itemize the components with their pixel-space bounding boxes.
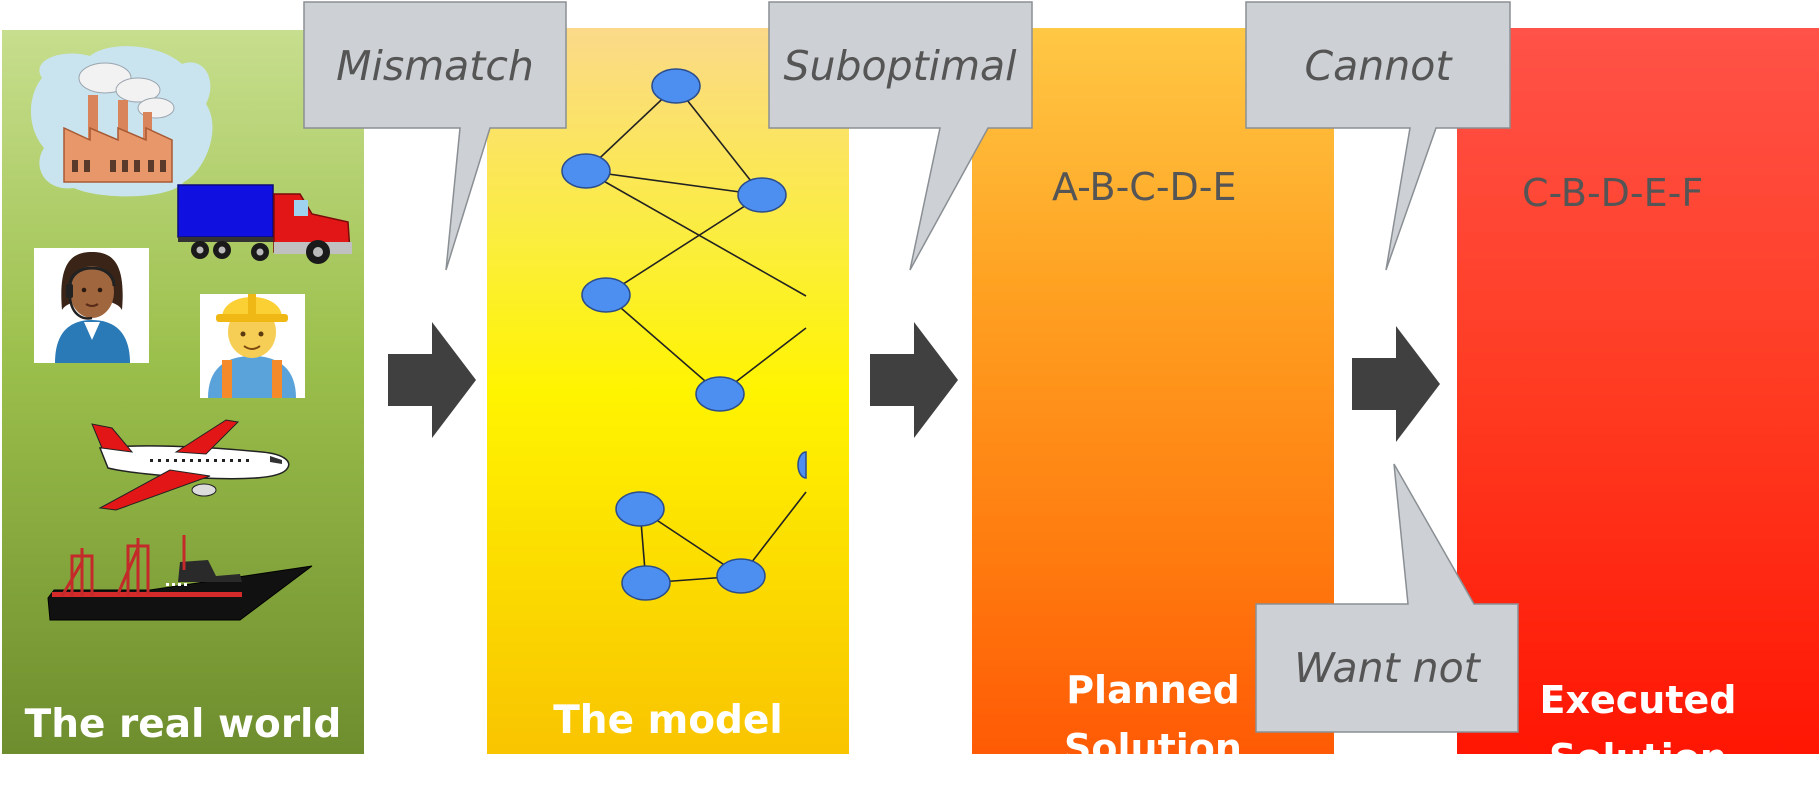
model-network — [561, 68, 807, 601]
airplane-icon — [91, 419, 290, 511]
callout-mismatch: Mismatch — [303, 1, 567, 271]
network-node — [561, 153, 611, 189]
planned-sequence: A-B-C-D-E — [1052, 165, 1237, 209]
call-center-agent-icon — [34, 248, 149, 363]
callout-suboptimal: Suboptimal — [768, 1, 1033, 271]
diagram-overlay: Mismatch Suboptimal Cannot Want not — [30, 1, 1519, 733]
real-world-label: The real world — [24, 702, 342, 747]
network-node — [621, 565, 671, 601]
callout-mismatch-text: Mismatch — [336, 42, 534, 90]
network-node — [581, 277, 631, 313]
truck-icon — [177, 184, 352, 264]
right-arrow-icon — [388, 322, 476, 438]
network-nodes — [561, 68, 787, 601]
network-node — [695, 376, 745, 412]
callout-cannot-text: Cannot — [1305, 42, 1454, 90]
right-arrow-icon — [870, 322, 958, 438]
callout-want-not-text: Want not — [1294, 644, 1482, 692]
ship-icon — [47, 535, 313, 621]
model-label: The model — [553, 698, 783, 743]
construction-worker-icon — [200, 294, 305, 398]
executed-sequence: C-B-D-E-F — [1522, 171, 1704, 215]
right-arrow-icon — [1352, 326, 1440, 442]
planned-label-line1: Planned — [1066, 668, 1240, 712]
network-node — [797, 451, 807, 479]
callout-want-not: Want not — [1255, 463, 1519, 733]
executed-label-line1: Executed — [1539, 678, 1737, 722]
network-node — [651, 68, 701, 104]
factory-icon — [30, 46, 213, 197]
network-node — [737, 177, 787, 213]
callout-cannot: Cannot — [1245, 1, 1511, 271]
network-node — [615, 491, 665, 527]
network-node — [716, 558, 766, 594]
callout-suboptimal-text: Suboptimal — [783, 42, 1017, 90]
model-panel: The model — [487, 28, 849, 754]
